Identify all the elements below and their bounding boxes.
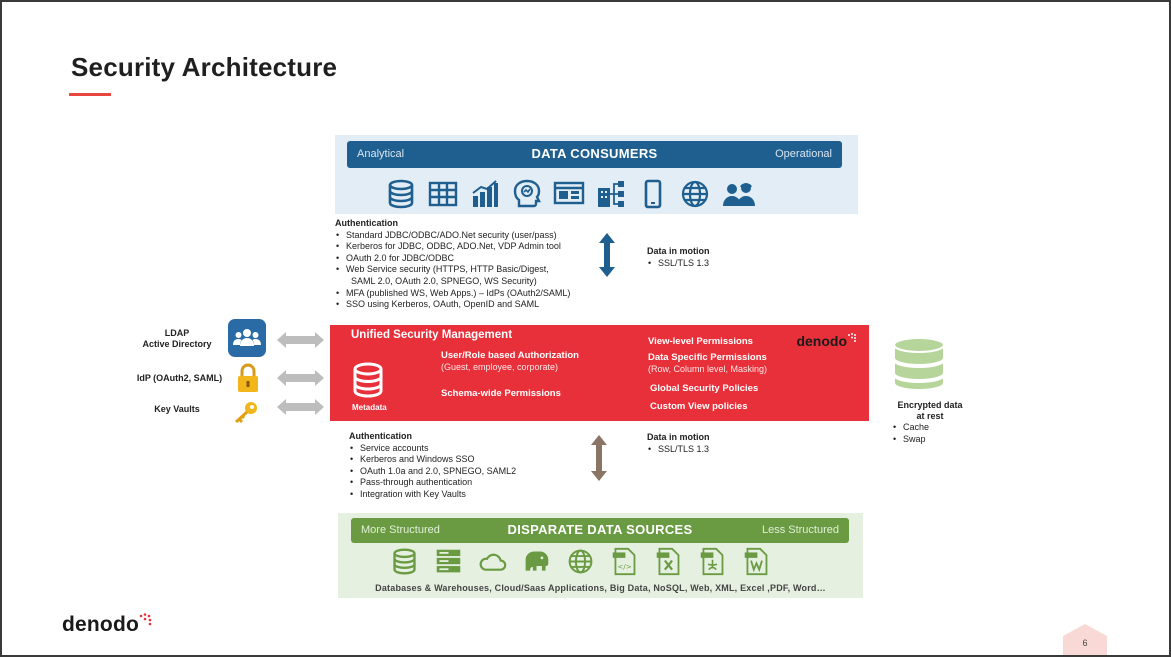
lock-icon [238, 363, 258, 392]
encrypted-label-line2: at rest [916, 411, 944, 421]
role-authorization: User/Role based Authorization [441, 350, 579, 361]
list-item: Web Service security (HTTPS, HTTP Basic/… [335, 264, 570, 276]
metadata-database-icon [353, 362, 383, 398]
unified-security-management-panel: Unified Security Management denodo Metad… [330, 325, 869, 421]
list-item: Pass-through authentication [349, 477, 516, 489]
data-specific-permissions: Data Specific Permissions [648, 352, 767, 363]
usm-title: Unified Security Management [351, 329, 513, 341]
ldap-label-line1: LDAP [164, 328, 190, 338]
list-item: SSL/TLS 1.3 [647, 444, 710, 456]
data-sources-panel: More Structured DISPARATE DATA SOURCES L… [338, 513, 863, 598]
list-item: Cache [892, 422, 929, 434]
denodo-logo: denodo [62, 613, 153, 637]
data-consumers-title: DATA CONSUMERS [531, 146, 658, 161]
view-level-permissions: View-level Permissions [648, 336, 753, 347]
logo-dots-icon [848, 333, 856, 342]
data-sources-caption: Databases & Warehouses, Cloud/Saas Appli… [375, 583, 826, 593]
data-in-motion-heading: Data in motion [647, 432, 710, 442]
data-in-motion-heading: Data in motion [647, 246, 710, 256]
metadata-label: Metadata [352, 403, 387, 412]
data-sources-header: More Structured DISPARATE DATA SOURCES L… [351, 518, 849, 543]
key-vaults-label: Key Vaults [154, 404, 200, 414]
list-item-continuation: SAML 2.0, OAuth 2.0, SPNEGO, WS Security… [351, 275, 537, 286]
data-in-motion-arrow-top [599, 233, 615, 277]
data-in-motion-top: Data in motion SSL/TLS 1.3 [647, 246, 710, 269]
bottom-authentication-block: Authentication Service accounts Kerberos… [349, 431, 516, 501]
data-consumers-header: Analytical DATA CONSUMERS Operational [347, 141, 842, 168]
cloud-icon [479, 553, 507, 571]
xml-file-icon: </> [612, 547, 636, 576]
title-underline [69, 93, 111, 96]
list-item: OAuth 2.0 for JDBC/ODBC [335, 253, 570, 265]
list-item: SSO using Kerberos, OAuth, OpenID and SA… [335, 299, 570, 311]
table-icon [428, 181, 458, 207]
schema-permissions: Schema-wide Permissions [441, 388, 561, 399]
ldap-label: LDAP Active Directory [132, 328, 222, 350]
consumer-icons [385, 178, 757, 210]
server-icon [436, 549, 461, 573]
role-authorization-detail: (Guest, employee, corporate) [441, 362, 559, 372]
idp-label: IdP (OAuth2, SAML) [136, 373, 223, 383]
usm-brand: denodo [796, 333, 847, 349]
data-consumers-panel: Analytical DATA CONSUMERS Operational [335, 135, 858, 214]
svg-text:</>: </> [617, 562, 632, 571]
more-structured-label: More Structured [361, 524, 440, 536]
word-file-icon [744, 547, 768, 576]
excel-file-icon [656, 547, 680, 576]
analytical-label: Analytical [357, 148, 405, 160]
active-directory-users-icon [228, 319, 266, 357]
bottom-authentication-heading: Authentication [349, 431, 412, 441]
encrypted-data-label: Encrypted data at rest [894, 400, 966, 422]
elephant-icon [525, 551, 549, 571]
key-vaults-connection-arrow [277, 399, 324, 415]
globe-icon [568, 549, 593, 574]
head-analytics-icon [513, 179, 541, 208]
list-item: MFA (published WS, Web Apps.) – IdPs (OA… [335, 288, 570, 300]
database-icon [393, 548, 416, 575]
bar-chart-icon [472, 180, 498, 207]
mobile-icon [644, 179, 662, 209]
source-icons: </> [390, 547, 771, 576]
org-chart-icon [598, 181, 624, 207]
global-security-policies: Global Security Policies [650, 383, 759, 394]
list-item: Service accounts [349, 443, 516, 455]
data-specific-permissions-detail: (Row, Column level, Masking) [648, 364, 768, 374]
list-item: Kerberos for JDBC, ODBC, ADO.Net, VDP Ad… [335, 241, 570, 253]
list-item: OAuth 1.0a and 2.0, SPNEGO, SAML2 [349, 466, 516, 478]
logo-text: denodo [62, 613, 140, 636]
data-in-motion-arrow-bottom [591, 435, 607, 481]
idp-connection-arrow [277, 370, 324, 386]
ldap-connection-arrow [277, 332, 324, 348]
globe-icon [681, 180, 709, 208]
pdf-file-icon [700, 547, 724, 576]
logo-dots-icon [139, 613, 152, 626]
slide-title: Security Architecture [71, 52, 338, 82]
encrypted-label-line1: Encrypted data [897, 400, 963, 410]
denodo-logo-small: denodo [796, 333, 857, 349]
data-sources-title: DISPARATE DATA SOURCES [507, 522, 693, 537]
encrypted-data-list: Cache Swap [892, 422, 929, 445]
list-item: Swap [892, 434, 929, 446]
users-icon [723, 183, 755, 206]
database-icon [388, 179, 414, 209]
list-item: Kerberos and Windows SSO [349, 454, 516, 466]
ldap-label-line2: Active Directory [142, 339, 212, 349]
key-icon [234, 402, 257, 424]
less-structured-label: Less Structured [761, 524, 839, 536]
list-item: Integration with Key Vaults [349, 489, 516, 501]
encrypted-storage-database-icon [893, 337, 945, 392]
list-item: SSL/TLS 1.3 [647, 258, 710, 270]
top-authentication-block: Authentication Standard JDBC/ODBC/ADO.Ne… [335, 218, 570, 311]
top-authentication-heading: Authentication [335, 218, 398, 228]
page-number: 6 [1082, 638, 1088, 648]
custom-view-policies: Custom View policies [650, 401, 748, 412]
data-in-motion-bottom: Data in motion SSL/TLS 1.3 [647, 432, 710, 455]
list-item: Standard JDBC/ODBC/ADO.Net security (use… [335, 230, 570, 242]
dashboard-icon [553, 181, 585, 205]
operational-label: Operational [775, 148, 832, 160]
